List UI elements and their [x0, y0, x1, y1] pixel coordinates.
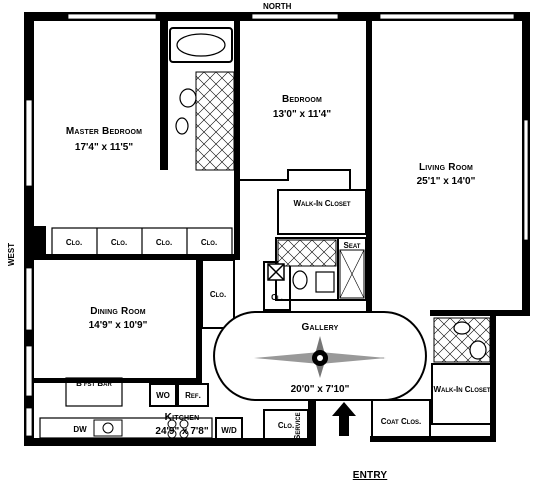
closet-4-label: Clo. [201, 238, 217, 247]
bfst-bar-label: B'fst Bar [76, 379, 112, 388]
gallery-dims: 20'0" x 7'10" [291, 384, 350, 395]
bedroom-dims: 13'0" x 11'4" [273, 109, 331, 120]
master-bedroom-label: Master Bedroom [66, 126, 142, 137]
wo-label: WO [156, 391, 170, 400]
closet-3-label: Clo. [156, 238, 172, 247]
east-window [523, 119, 529, 241]
ref-label: Ref. [185, 391, 201, 400]
west-windows [25, 99, 33, 437]
kitchen-fixtures [39, 377, 243, 443]
closet-cl-label: Cl. [271, 293, 283, 302]
walk-in-closet-1-line: Walk-In Closet [293, 199, 350, 208]
compass-north: NORTH [263, 2, 292, 11]
second-bath [267, 239, 365, 299]
closet-kitchen-label: Clo. [278, 421, 294, 430]
wd-label: W/D [221, 426, 237, 435]
dw-label: DW [73, 425, 87, 434]
north-windows [67, 13, 515, 20]
walk-in-closet-1-label: Walk-In Closet [293, 199, 350, 208]
coat-closet-label: Coat Clos. [381, 417, 422, 426]
closet-1-label: Clo. [66, 238, 82, 247]
walk-in-closet-2-label: Walk-In Closet [433, 385, 490, 394]
kitchen-label: Kitchen [165, 412, 200, 423]
closet-2-label: Clo. [111, 238, 127, 247]
kitchen-dims: 24'9" x 7'8" [155, 426, 208, 437]
entry-arrow-icon [332, 402, 356, 436]
dining-room-dims: 14'9" x 10'9" [89, 320, 148, 331]
compass-west: WEST [7, 243, 16, 266]
living-room-label: Living Room [419, 162, 473, 173]
closet-dining-label: Clo. [210, 290, 226, 299]
gallery-oval [213, 311, 427, 401]
master-bedroom-dims: 17'4" x 11'5" [75, 142, 133, 153]
bedroom-label: Bedroom [282, 94, 322, 105]
powder-room [453, 321, 487, 360]
seat-label: Seat [344, 241, 361, 250]
service-label: Service [293, 412, 302, 440]
gallery-label: Gallery [302, 322, 339, 333]
dining-room-label: Dining Room [90, 306, 146, 317]
entry-label: ENTRY [353, 470, 388, 481]
master-bath [169, 27, 235, 171]
living-room-dims: 25'1" x 14'0" [417, 176, 476, 187]
